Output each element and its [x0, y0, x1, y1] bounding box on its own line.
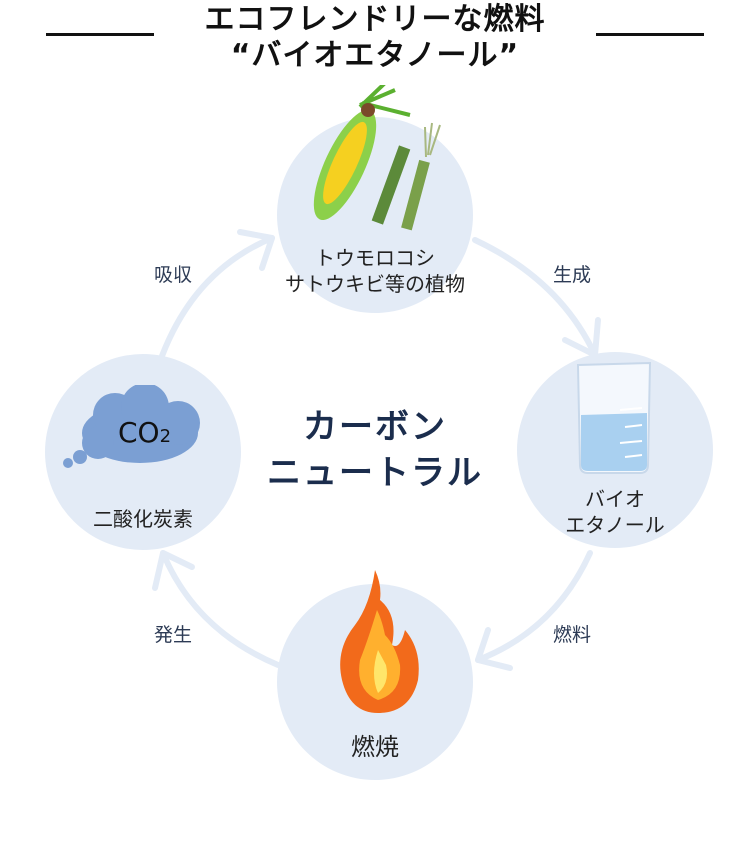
center-line-2: ニュートラル: [267, 453, 483, 493]
edge-label-fuel: 燃料: [553, 624, 592, 646]
co2-formula: CO: [118, 416, 160, 449]
arrow-combustion-to-co2: [160, 550, 281, 668]
edge-label-absorb: 吸収: [154, 264, 193, 286]
plants-label-2: サトウキビ等の植物: [285, 272, 465, 296]
co2-label: 二酸化炭素: [93, 507, 193, 531]
combustion-label: 燃焼: [351, 733, 399, 761]
center-title: カーボン ニュートラル: [250, 404, 500, 496]
title-rule-right: [596, 33, 704, 36]
arrow-ethanol-to-combustion: [475, 550, 593, 663]
flame-icon: [340, 570, 419, 713]
title-line-2: “バイオエタノール”: [230, 38, 520, 73]
edge-label-emit: 発生: [154, 624, 193, 646]
edge-label-generate: 生成: [553, 264, 592, 286]
beaker-icon: [576, 361, 652, 474]
arrow-plants-to-ethanol: [472, 237, 598, 358]
corn-sugarcane-icon: [313, 85, 441, 231]
title-block: エコフレンドリーな燃料 “バイオエタノール”: [0, 0, 750, 80]
title-rule-left: [46, 33, 154, 36]
plants-label-1: トウモロコシ: [315, 246, 435, 270]
arrow-co2-to-plants: [159, 235, 275, 359]
title-line-1: エコフレンドリーな燃料: [204, 2, 546, 37]
cloud-icon: [63, 385, 200, 468]
ethanol-label-1: バイオ: [585, 487, 645, 511]
cloud-co2-text: CO2: [118, 416, 171, 449]
center-line-1: カーボン: [303, 407, 447, 447]
ethanol-label-2: エタノール: [565, 513, 665, 537]
co2-subscript: 2: [159, 426, 172, 447]
